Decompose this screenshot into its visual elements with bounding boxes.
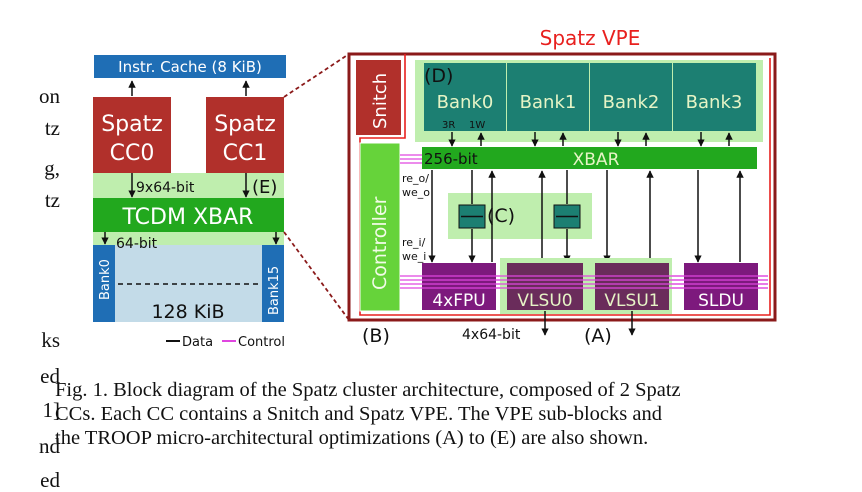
signal-we-i: we_i — [402, 250, 426, 263]
vrf-bank3-label: Bank3 — [686, 92, 743, 113]
body-text-fragment: 1] — [42, 398, 61, 422]
caption-line-1: Fig. 1. Block diagram of the Spatz clust… — [55, 379, 681, 401]
vrf-bank1 — [507, 63, 589, 131]
cc1-label-line2: CC1 — [223, 141, 268, 166]
bus-9x64-label: 9x64-bit — [136, 180, 195, 196]
caption-line-3: the TROOP micro-architectural optimizati… — [55, 427, 649, 449]
tcdm-xbar-block — [93, 198, 284, 232]
cc0-label-line2: CC0 — [110, 141, 155, 166]
icache-block — [94, 55, 286, 78]
body-text-fragment: ks — [41, 328, 60, 352]
cc1-block — [206, 97, 284, 173]
icache-label: Instr. Cache (8 KiB) — [118, 58, 262, 76]
mem-size-label: 128 KiB — [151, 301, 224, 323]
vlsu0-block — [507, 263, 583, 310]
body-text-fragment: ed — [40, 364, 60, 388]
bank15-block — [262, 245, 284, 322]
port-3r: 3R — [442, 120, 455, 131]
legend-control: Control — [238, 335, 285, 350]
vpe-title: Spatz VPE — [540, 26, 641, 50]
bank15-label: Bank15 — [267, 266, 282, 315]
body-text-fragment: tz — [44, 116, 60, 140]
cc0-block — [93, 97, 171, 173]
signal-re-o: re_o/ — [402, 172, 429, 185]
vlsu1-label: VLSU1 — [604, 291, 659, 311]
vlsu1-block — [595, 263, 669, 310]
vrf-bank3 — [673, 63, 756, 131]
vpe-xbar — [422, 147, 757, 169]
port-1w: 1W — [469, 120, 485, 131]
tcdm-xbar-label: TCDM XBAR — [122, 205, 254, 230]
bus-4x64-label: 4x64-bit — [462, 327, 521, 343]
tag-d: (D) — [424, 65, 453, 87]
body-text-fragment: tz — [44, 188, 60, 212]
controller-block — [359, 142, 401, 312]
vlsu0-label: VLSU0 — [517, 291, 572, 311]
signal-we-o: we_o — [402, 186, 430, 199]
caption-line-2: CCs. Each CC contains a Snitch and Spatz… — [55, 403, 662, 425]
tag-b: (B) — [362, 325, 390, 347]
cc0-label-line1: Spatz — [101, 112, 163, 137]
bank0-block — [93, 245, 115, 322]
memory-block — [93, 245, 284, 322]
figure-caption: Fig. 1. Block diagram of the Spatz clust… — [55, 378, 845, 450]
vrf-bank0-label: Bank0 — [437, 92, 494, 113]
vrf-bank2-label: Bank2 — [603, 92, 660, 113]
legend-data: Data — [182, 335, 213, 350]
body-text-fragment: nd — [39, 434, 60, 458]
xbar-label: XBAR — [573, 150, 620, 170]
vrf-bank2 — [590, 63, 672, 131]
snitch-label: Snitch — [370, 73, 391, 129]
vrf-bank1-label: Bank1 — [520, 92, 577, 113]
bus-64-label: 64-bit — [116, 236, 158, 252]
fpu-label: 4xFPU — [432, 291, 485, 311]
vrf-bank0 — [424, 63, 506, 131]
fpu-block — [422, 263, 496, 310]
body-text-fragment: on — [39, 84, 60, 108]
signal-re-i: re_i/ — [402, 236, 426, 249]
tag-c: (C) — [487, 205, 515, 227]
sldu-label: SLDU — [698, 291, 744, 311]
body-text-fragment: g, — [44, 156, 60, 180]
body-text-fragment: ed — [40, 468, 60, 492]
block-diagram: Instr. Cache (8 KiB) Spatz CC0 Spatz CC1… — [93, 26, 777, 350]
controller-label: Controller — [369, 196, 391, 290]
cc1-label-line1: Spatz — [214, 112, 276, 137]
tag-e: (E) — [252, 177, 277, 198]
bank0-label: Bank0 — [98, 259, 113, 300]
snitch-block — [356, 60, 401, 135]
tag-a: (A) — [584, 325, 612, 347]
bus-256-label: 256-bit — [424, 150, 478, 168]
sldu-block — [684, 263, 758, 310]
